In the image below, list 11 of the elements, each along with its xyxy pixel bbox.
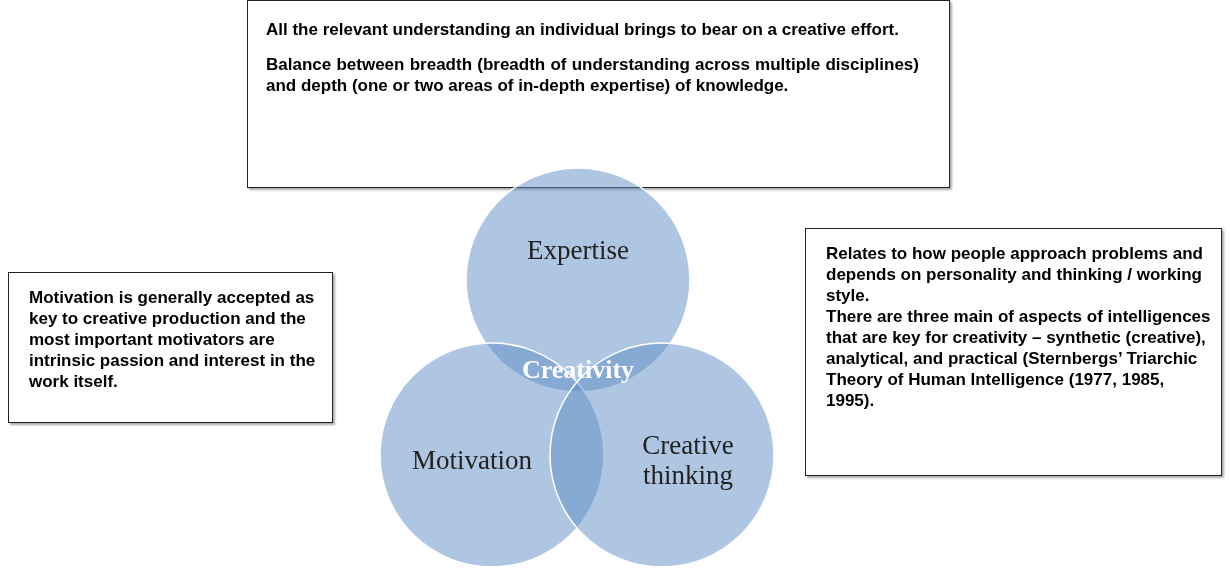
circle-label: Expertise (527, 235, 629, 265)
text-box (247, 0, 950, 188)
description-text: Balance between breadth (breadth of understanding across multiple disciplines) and depth (one or two areas of in-depth expertise) of knowledge. (266, 54, 919, 96)
description-text: There are three main of aspects of intelligences that are key for creativity – synthetic (creative), analytical, and practical (Sternbergs’ Triarchic Theory of Human Intelligence (1977, 1985, 1995). (826, 306, 1211, 411)
circle-label: Creative thinking (642, 430, 734, 490)
description-text: All the relevant understanding an individual brings to bear on a creative effort. (266, 19, 900, 40)
text-box (8, 272, 333, 423)
circle-label: Motivation (412, 445, 532, 475)
description-text: Relates to how people approach problems and depends on personality and thinking / working style. (826, 243, 1204, 306)
text-box (805, 228, 1222, 476)
description-text: Motivation is generally accepted as key to creative production and the most important motivators are intrinsic passion and interest in the work itself. (29, 287, 317, 392)
